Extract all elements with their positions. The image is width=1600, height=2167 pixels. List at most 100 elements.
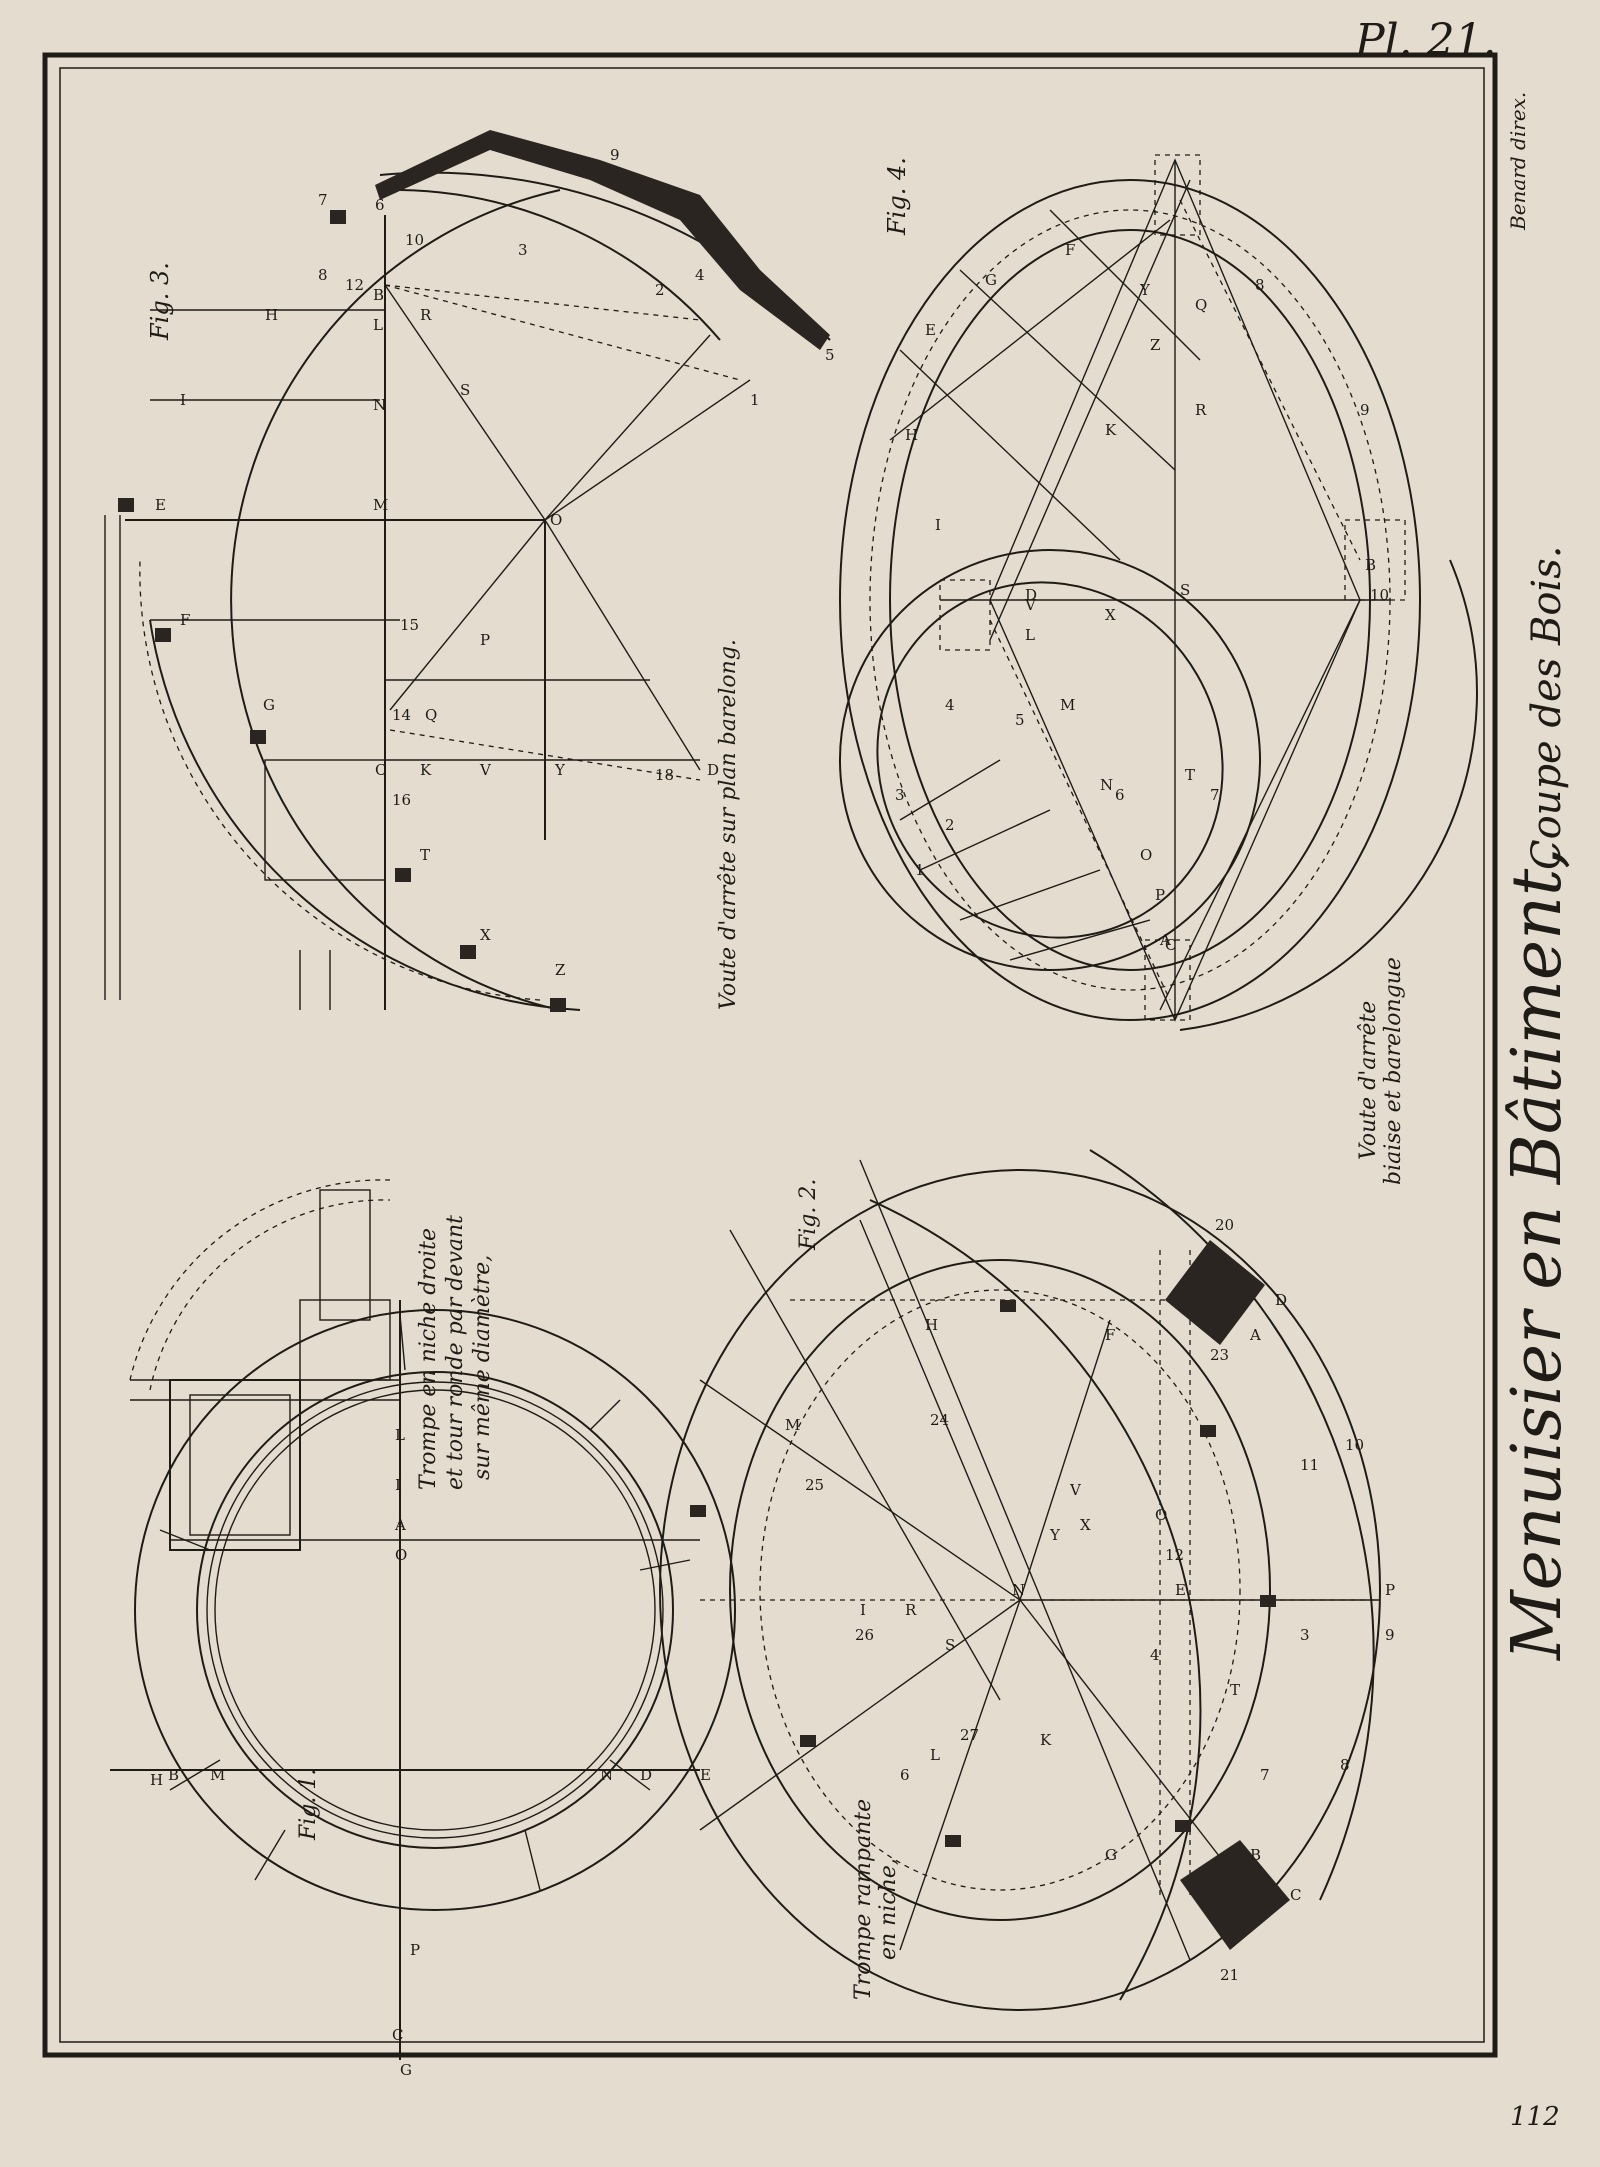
fig1-letter: L [395, 1426, 405, 1444]
fig4-letter: Q [1195, 296, 1207, 314]
fig2-letter: C [1290, 1886, 1301, 1904]
fig3-letter: L [373, 316, 383, 334]
fig2-letter: M [785, 1416, 800, 1434]
fig1-joint [589, 1399, 621, 1431]
fig3-letter: R [420, 306, 432, 324]
fig1-letter: E [700, 1766, 711, 1784]
fig3-main-arc [230, 189, 561, 1011]
fig4-letter: X [1105, 606, 1116, 624]
fig4-letter: P [1155, 886, 1165, 904]
fig4-caption-2: biaise et barelongue [1381, 957, 1406, 1185]
fig3-letters: E F G C T X Z H I L B R S N M O P Q K V … [155, 286, 719, 979]
fig2-caption-1: Trompe rampante [851, 1799, 876, 2000]
fig1-letters: H B M N D E G C P O A I L [150, 1426, 711, 2079]
fig2-letter: K [1040, 1731, 1052, 1749]
fig3-black-band [375, 130, 830, 350]
fig4-number: 3 [895, 786, 905, 804]
fig3-number: 8 [318, 266, 328, 284]
fig3-letter: E [155, 496, 166, 514]
fig1-joint [169, 1759, 221, 1791]
fig2-letter: I [860, 1601, 866, 1619]
fig2-letter: N [1012, 1581, 1025, 1599]
fig2-dashed-oval [759, 1289, 1241, 1891]
fig1-letter: A [394, 1516, 406, 1534]
fig3-caption: Voute d'arrête sur plan barelong. [716, 639, 741, 1010]
fig4-letter: E [925, 321, 936, 339]
fig2-number: 23 [1210, 1346, 1229, 1364]
fig3-number: 4 [695, 266, 705, 284]
fig3-number: 12 [345, 276, 364, 294]
fig4-number: 5 [1015, 711, 1025, 729]
fig2-letter: R [905, 1601, 917, 1619]
fig2-ray [1019, 1599, 1231, 1871]
fig2-ray [899, 1599, 1021, 1951]
fig3-letter: D [707, 761, 719, 779]
fig3-outer-arc [149, 619, 581, 1011]
fig1-letter: N [600, 1766, 613, 1784]
fig1-joint [639, 1559, 691, 1571]
fig1-letter: I [395, 1476, 401, 1494]
fig1-niche-inner [189, 1394, 291, 1536]
fig1-dashed-arc-2 [149, 1199, 391, 1391]
fig3-letter: C [375, 761, 386, 779]
fig1-block-2 [299, 1299, 391, 1381]
fig4-number: 8 [1255, 276, 1265, 294]
fig2-small-block [690, 1505, 706, 1517]
fig2-letter: E [1175, 1581, 1186, 1599]
fig3-letter: T [420, 846, 430, 864]
fig4-letter: I [935, 516, 941, 534]
fig3-small-block [118, 498, 134, 512]
fig3-number: 7 [318, 191, 328, 209]
fig2-number: 12 [1165, 1546, 1184, 1564]
fig4-hatch [959, 269, 1176, 471]
fig3-number: 2 [655, 281, 665, 299]
fig4-letter: A [1159, 931, 1171, 949]
fig2-ray [1019, 1319, 1111, 1601]
fig1-joint [254, 1829, 286, 1881]
fig2-letter: O [1155, 1506, 1167, 1524]
fig3-diagonal [389, 519, 546, 711]
fig4-letter: G [985, 271, 997, 289]
fig4-diagonal [1159, 599, 1361, 1011]
fig2-number: 27 [960, 1726, 979, 1744]
fig4-dashed-line [989, 619, 1171, 1001]
fig2-small-block [1000, 1300, 1016, 1312]
fig4-cross-ellipse [839, 549, 1261, 971]
fig3-number: 18 [655, 766, 674, 784]
fig3-letter: Q [425, 706, 437, 724]
fig2-letter: T [1230, 1681, 1240, 1699]
fig3-small-block [330, 210, 346, 224]
fig2-numbers: 20 21 23 24 25 26 27 10 11 12 3 4 6 7 8 … [805, 1216, 1395, 1984]
fig1-letter: O [395, 1546, 407, 1564]
fig3-number: 16 [392, 791, 411, 809]
fig3-letter: Y [554, 761, 566, 779]
fig4-letter: T [1185, 766, 1195, 784]
fig4-letter: K [1105, 421, 1117, 439]
fig3-letter: S [460, 381, 470, 399]
fig1-dashed-arc [129, 1179, 391, 1381]
fig3-small-block [155, 628, 171, 642]
fig2-outer-oval [659, 1169, 1381, 2011]
fig4-dashed-box [1144, 939, 1191, 1021]
fig1-outer-ring [134, 1309, 736, 1911]
fig1-joint [524, 1829, 541, 1891]
fig2-label: Fig. 2. [796, 1179, 821, 1251]
fig2-number: 7 [1260, 1766, 1270, 1784]
fig4-dashed-box [1344, 519, 1406, 601]
fig4-hatch [889, 219, 1171, 441]
fig3-letter: F [180, 611, 190, 629]
fig3-letter: N [373, 396, 386, 414]
fig4-letter: Y [1139, 281, 1151, 299]
fig3-letter: B [373, 286, 384, 304]
fig4-label: Fig. 4. [883, 157, 911, 236]
fig1-letter: H [150, 1771, 163, 1789]
fig2-number: 8 [1340, 1756, 1350, 1774]
fig4-hatch [899, 349, 1121, 561]
fig3-number: 3 [518, 241, 528, 259]
fig2-small-block [945, 1835, 961, 1847]
fig4-letter: H [905, 426, 918, 444]
fig4-dashed-box [1154, 154, 1201, 236]
fig3-small-block [395, 868, 411, 882]
fig2-letter: H [925, 1316, 938, 1334]
